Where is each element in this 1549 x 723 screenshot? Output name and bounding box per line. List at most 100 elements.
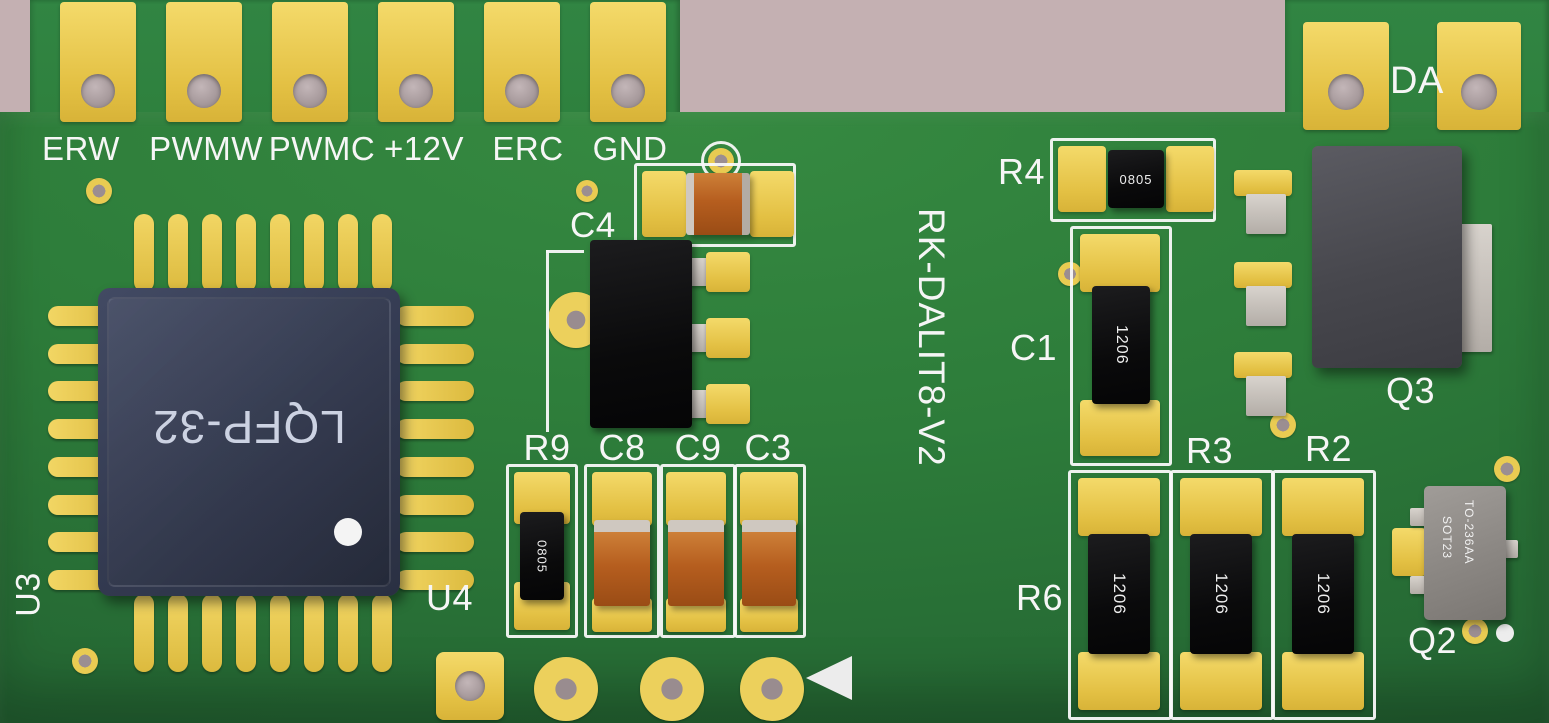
c1-marking: 1206: [1113, 325, 1130, 365]
c8-body: [594, 520, 650, 606]
res-marking: 1206: [1110, 573, 1129, 615]
round-pad: [740, 657, 804, 721]
refdes-r2: R2: [1305, 428, 1353, 469]
silkscreen-outline-c4: [634, 163, 796, 247]
connector-label-pwmw: PWMW: [149, 130, 263, 167]
q3-body: [1312, 146, 1462, 368]
small-part-body: [1246, 286, 1286, 326]
chip-pin-pad: [396, 306, 474, 326]
r4-marking: 0805: [1119, 171, 1153, 187]
sot223-pad: [706, 252, 750, 292]
chip-pin-pad: [396, 343, 474, 364]
via: [1494, 456, 1520, 482]
white-dot: [1496, 624, 1514, 642]
connector-hole: [293, 74, 327, 108]
chip-pin-row-bottom: [134, 594, 392, 672]
chip-pin-pad: [168, 594, 188, 672]
da-pad: [1437, 22, 1521, 130]
silkscreen-outline-res: [1272, 470, 1376, 720]
chip-pin-pad: [396, 381, 474, 402]
r4-pad: [1166, 146, 1214, 212]
res-marking: 1206: [1314, 573, 1333, 615]
chip-pin-pad: [270, 214, 290, 292]
sot223-body: [590, 240, 692, 428]
via: [576, 180, 598, 202]
refdes-q2: Q2: [1408, 620, 1458, 661]
round-pad: [534, 657, 598, 721]
refdes-r6: R6: [1016, 577, 1064, 618]
chip-pin-pad: [134, 594, 154, 672]
refdes-q3: Q3: [1386, 370, 1436, 411]
chip-pin-pad: [134, 214, 154, 292]
q3-tab-lead: [1460, 224, 1492, 352]
q2-lead: [1410, 508, 1426, 526]
refdes-c3: C3: [744, 427, 792, 468]
refdes-c8: C8: [598, 427, 646, 468]
c3-body: [742, 520, 796, 606]
connector-hole: [187, 74, 221, 108]
chip-pin-pad: [202, 214, 222, 292]
connector-pad-row: [60, 2, 666, 122]
sot223-lead: [688, 324, 708, 352]
refdes-c4: C4: [570, 206, 616, 245]
small-part-pad: [1234, 352, 1292, 378]
refdes-r9: R9: [523, 427, 571, 468]
refdes-c1: C1: [1010, 327, 1058, 368]
small-part-pad: [1234, 262, 1292, 288]
c1-pad: [1080, 234, 1160, 292]
chip-marking: LQFP-32: [152, 401, 346, 453]
sot223-lead: [688, 390, 708, 418]
silkscreen-outline-c3: [734, 464, 806, 638]
square-pad-hole: [455, 671, 485, 701]
q2-marking-line2: TO-236AA: [1462, 500, 1476, 565]
chip-pin-pad: [338, 214, 358, 292]
chip-pin-pad: [236, 594, 256, 672]
connector-pad: [590, 2, 666, 122]
res-body: 1206: [1088, 534, 1150, 654]
silkscreen-outline-r4: [1050, 138, 1216, 222]
res-body: 1206: [1292, 534, 1354, 654]
chip-u3-body: LQFP-32: [98, 288, 400, 596]
via: [708, 148, 734, 174]
silkscreen-outline-c8: [584, 464, 660, 638]
small-part-pad: [1234, 170, 1292, 196]
refdes-u4: U4: [426, 577, 474, 618]
chip-pin-pad: [270, 594, 290, 672]
connector-label-12v: +12V: [384, 130, 464, 167]
board-tab-left: [30, 0, 680, 132]
chip-pin-row-top: [134, 214, 392, 292]
chip-pin-pad: [396, 494, 474, 515]
via: [1270, 412, 1296, 438]
connector-hole: [81, 74, 115, 108]
r4-pad: [1058, 146, 1106, 212]
r9-body: 0805: [520, 512, 564, 600]
chip-pin-pad: [396, 456, 474, 477]
silkscreen-line: [546, 250, 549, 432]
c9-pad: [666, 472, 726, 526]
connector-label-gnd: GND: [592, 130, 668, 167]
res-body: 1206: [1190, 534, 1252, 654]
silkscreen-arrow-icon: [806, 656, 852, 700]
connector-hole: [505, 74, 539, 108]
chip-pin-col-right: [396, 306, 474, 590]
small-part-body: [1246, 376, 1286, 416]
refdes-r3: R3: [1186, 430, 1234, 471]
c4-pad: [642, 171, 686, 237]
res-marking: 1206: [1212, 573, 1231, 615]
connector-hole: [611, 74, 645, 108]
silkscreen-outline-c1: [1070, 226, 1172, 466]
chip-pin-pad: [202, 594, 222, 672]
connector-pad: [166, 2, 242, 122]
via: [72, 648, 98, 674]
q2-marking-line1: SOT23: [1440, 516, 1454, 560]
chip-pin-pad: [372, 214, 392, 292]
c8-pad: [592, 472, 652, 526]
chip-pin-pad: [236, 214, 256, 292]
c4-body: [686, 173, 750, 235]
q2-lead: [1504, 540, 1518, 558]
q2-body: [1424, 486, 1506, 620]
res-pad: [1078, 652, 1160, 710]
connector-pad: [484, 2, 560, 122]
sot223-pad: [706, 318, 750, 358]
